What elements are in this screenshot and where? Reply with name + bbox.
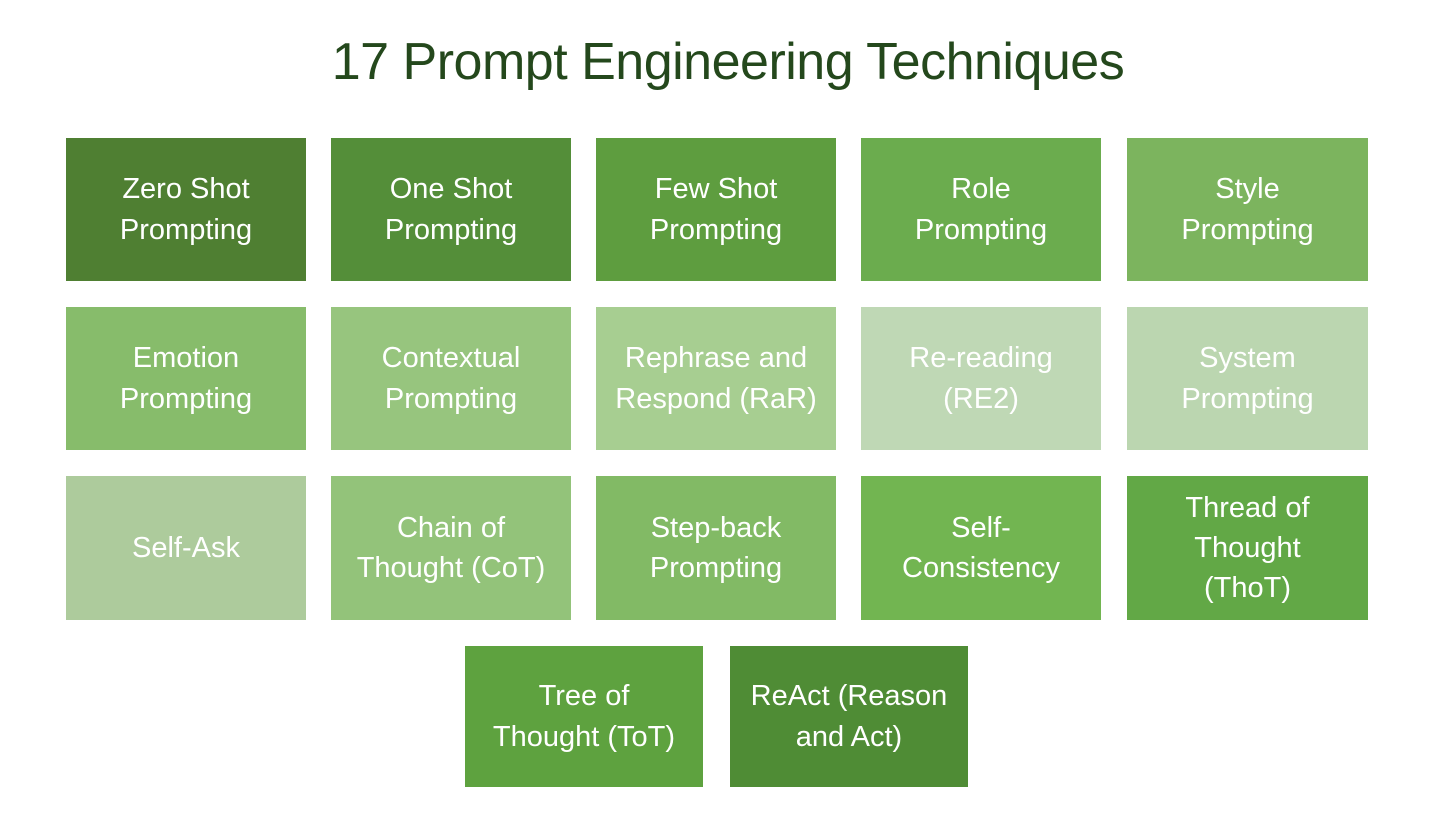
- tile-label: Emotion Prompting: [119, 342, 253, 415]
- tile-zero-shot-prompting[interactable]: Zero Shot Prompting: [66, 138, 306, 281]
- tile-label: Thread of Thought (ThoT): [1185, 491, 1310, 604]
- tile-label: Few Shot Prompting: [649, 173, 783, 246]
- tile-chain-of-thought[interactable]: Chain of Thought (CoT): [331, 476, 571, 620]
- tile-label: Role Prompting: [914, 173, 1048, 246]
- tile-self-ask[interactable]: Self-Ask: [66, 476, 306, 620]
- tile-role-prompting[interactable]: Role Prompting: [861, 138, 1101, 281]
- tile-self-consistency[interactable]: Self- Consistency: [861, 476, 1101, 620]
- tile-thread-of-thought[interactable]: Thread of Thought (ThoT): [1127, 476, 1368, 620]
- tile-re-reading[interactable]: Re-reading (RE2): [861, 307, 1101, 450]
- tile-label: Contextual Prompting: [381, 342, 521, 415]
- tile-label: Rephrase and Respond (RaR): [615, 342, 817, 415]
- tile-system-prompting[interactable]: System Prompting: [1127, 307, 1368, 450]
- tile-react[interactable]: ReAct (Reason and Act): [730, 646, 968, 787]
- tile-step-back-prompting[interactable]: Step-back Prompting: [596, 476, 836, 620]
- page-title: 17 Prompt Engineering Techniques: [331, 33, 1125, 91]
- tile-style-prompting[interactable]: Style Prompting: [1127, 138, 1368, 281]
- tile-label: Tree of Thought (ToT): [492, 680, 676, 753]
- tile-label: Step-back Prompting: [649, 511, 783, 584]
- tile-label: Zero Shot Prompting: [119, 173, 253, 246]
- tile-contextual-prompting[interactable]: Contextual Prompting: [331, 307, 571, 450]
- tile-one-shot-prompting[interactable]: One Shot Prompting: [331, 138, 571, 281]
- tile-label: One Shot Prompting: [384, 173, 518, 246]
- tile-label: Self- Consistency: [902, 511, 1060, 584]
- tile-tree-of-thought[interactable]: Tree of Thought (ToT): [465, 646, 703, 787]
- tile-emotion-prompting[interactable]: Emotion Prompting: [66, 307, 306, 450]
- tile-label: Style Prompting: [1181, 173, 1314, 246]
- tile-label: Self-Ask: [132, 531, 240, 564]
- tile-label: Chain of Thought (CoT): [356, 511, 546, 584]
- tile-label: ReAct (Reason and Act): [750, 680, 948, 753]
- tile-few-shot-prompting[interactable]: Few Shot Prompting: [596, 138, 836, 281]
- tile-rephrase-and-respond[interactable]: Rephrase and Respond (RaR): [596, 307, 836, 450]
- tile-label: Re-reading (RE2): [909, 342, 1053, 415]
- tile-label: System Prompting: [1181, 342, 1314, 415]
